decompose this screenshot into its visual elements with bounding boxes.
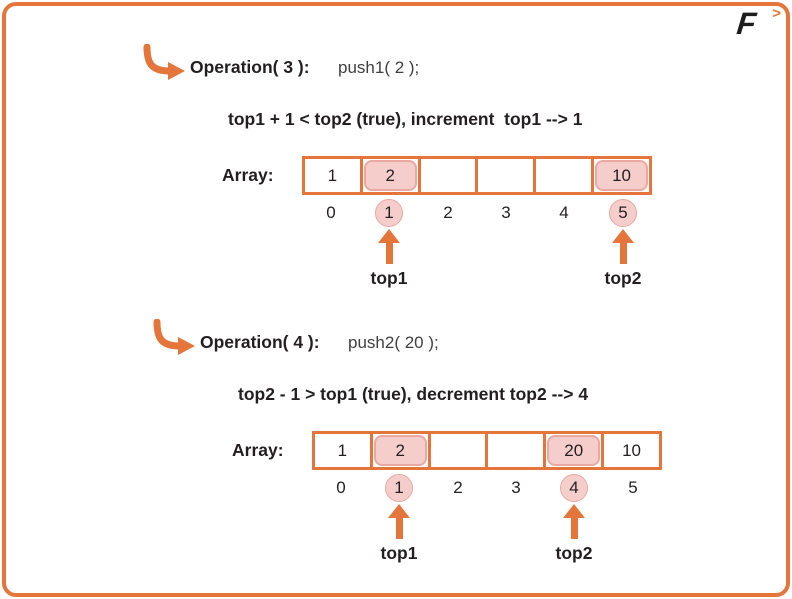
cell-value: 2 [385, 165, 395, 185]
array-index: 0 [336, 478, 346, 497]
pointer-label-top1: top1 [370, 268, 408, 288]
array-cell-highlighted: 2 [373, 434, 431, 467]
array-label: Array: [222, 165, 274, 185]
array-index-circled: 4 [560, 474, 588, 502]
highlight-box: 20 [547, 435, 601, 466]
operation-3-section: Operation( 3 ): push1( 2 ); top1 + 1 < t… [0, 40, 780, 302]
array-visualization: 1 2 20 10 [312, 431, 662, 470]
logo-letter: F [735, 6, 758, 41]
operation-4-section: Operation( 4 ): push2( 20 ); top2 - 1 > … [10, 315, 790, 577]
condition-explanation: top2 - 1 > top1 (true), decrement top2 -… [238, 384, 589, 404]
array-cell [478, 159, 537, 192]
cell-value: 1 [327, 165, 338, 185]
array-cell-highlighted: 2 [363, 159, 421, 192]
cell-value: 2 [395, 440, 405, 460]
array-index: 3 [501, 203, 511, 222]
cell-value: 1 [337, 440, 348, 460]
logo-chevron-icon: > [772, 5, 781, 22]
array-index: 0 [326, 203, 336, 222]
array-index-circled: 1 [375, 199, 403, 227]
array-index: 4 [559, 203, 569, 222]
array-index-circled: 5 [609, 199, 637, 227]
pointer-label-top2: top2 [604, 268, 642, 288]
cell-value: 20 [564, 440, 584, 460]
up-arrow-icon [388, 504, 410, 539]
array-label: Array: [232, 440, 284, 460]
array-cell [488, 434, 547, 467]
array-cell: 1 [305, 159, 363, 192]
curved-arrow-icon [153, 319, 195, 355]
cell-value: 10 [612, 165, 632, 185]
curved-arrow-icon [143, 44, 185, 80]
highlight-box: 10 [595, 160, 648, 191]
condition-explanation: top1 + 1 < top2 (true), increment top1 -… [228, 109, 583, 129]
operation-code: push2( 20 ); [348, 333, 439, 352]
array-cell-highlighted: 10 [594, 159, 649, 192]
pointer-label-top1: top1 [380, 543, 418, 563]
array-index-circled: 1 [385, 474, 413, 502]
up-arrow-icon [612, 229, 634, 264]
operation-label: Operation( 4 ): [200, 332, 320, 352]
array-index: 3 [511, 478, 521, 497]
cell-value: 10 [622, 440, 642, 460]
highlight-box: 2 [363, 160, 417, 191]
pointer-label-top2: top2 [555, 543, 593, 563]
array-visualization: 1 2 10 [302, 156, 652, 195]
operation-code: push1( 2 ); [338, 58, 420, 77]
array-cell [536, 159, 595, 192]
array-cell: 1 [315, 434, 373, 467]
array-cell [431, 434, 489, 467]
array-cell-highlighted: 20 [546, 434, 605, 467]
array-cell [421, 159, 479, 192]
array-index: 2 [453, 478, 463, 497]
operation-label: Operation( 3 ): [190, 57, 310, 77]
up-arrow-icon [563, 504, 585, 539]
array-cell: 10 [604, 434, 659, 467]
up-arrow-icon [378, 229, 400, 264]
array-index: 5 [628, 478, 638, 497]
array-index: 2 [443, 203, 453, 222]
highlight-box: 2 [373, 435, 427, 466]
brand-logo: F > [735, 5, 781, 42]
